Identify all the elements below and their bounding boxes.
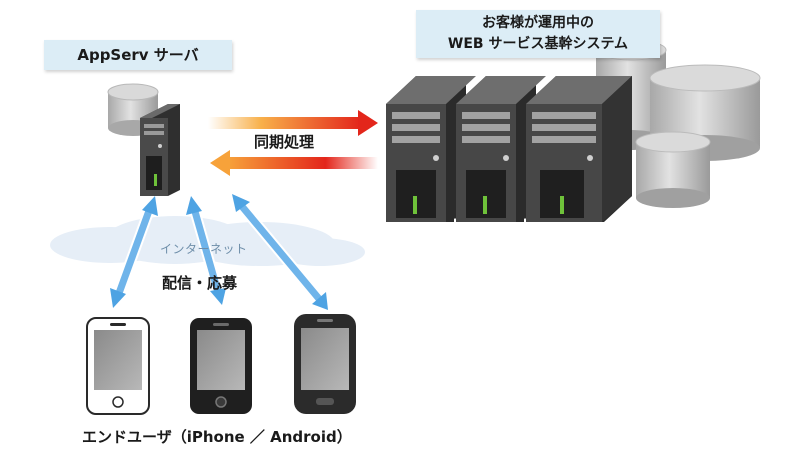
- customer-server-icon: [386, 76, 632, 222]
- server-tower-3: [526, 76, 632, 222]
- sync-arrow-icon: [208, 110, 378, 176]
- smartphone-icon: [86, 314, 356, 415]
- internet-label: インターネット: [160, 242, 248, 256]
- customer-system-label: お客様が運用中の WEB サービス基幹システム: [416, 10, 660, 58]
- server-tower-1: [386, 76, 476, 222]
- end-users-label: エンドユーザ（iPhone ／ Android）: [82, 428, 352, 446]
- bidirectional-arrow-icon: [110, 194, 328, 310]
- iphone-black-icon: [190, 318, 252, 414]
- deliver-apply-label: 配信・応募: [162, 274, 238, 292]
- server-tower-2: [456, 76, 546, 222]
- sync-label: 同期処理: [254, 133, 315, 151]
- appserv-server-icon: [140, 104, 180, 196]
- iphone-white-icon: [86, 317, 150, 415]
- appserv-server-label-text: AppServ サーバ: [77, 46, 199, 64]
- customer-system-label-line1: お客様が運用中の: [482, 15, 594, 31]
- android-phone-icon: [294, 314, 356, 414]
- appserv-server-label: AppServ サーバ: [44, 40, 232, 70]
- customer-system-label-line2: WEB サービス基幹システム: [447, 36, 629, 52]
